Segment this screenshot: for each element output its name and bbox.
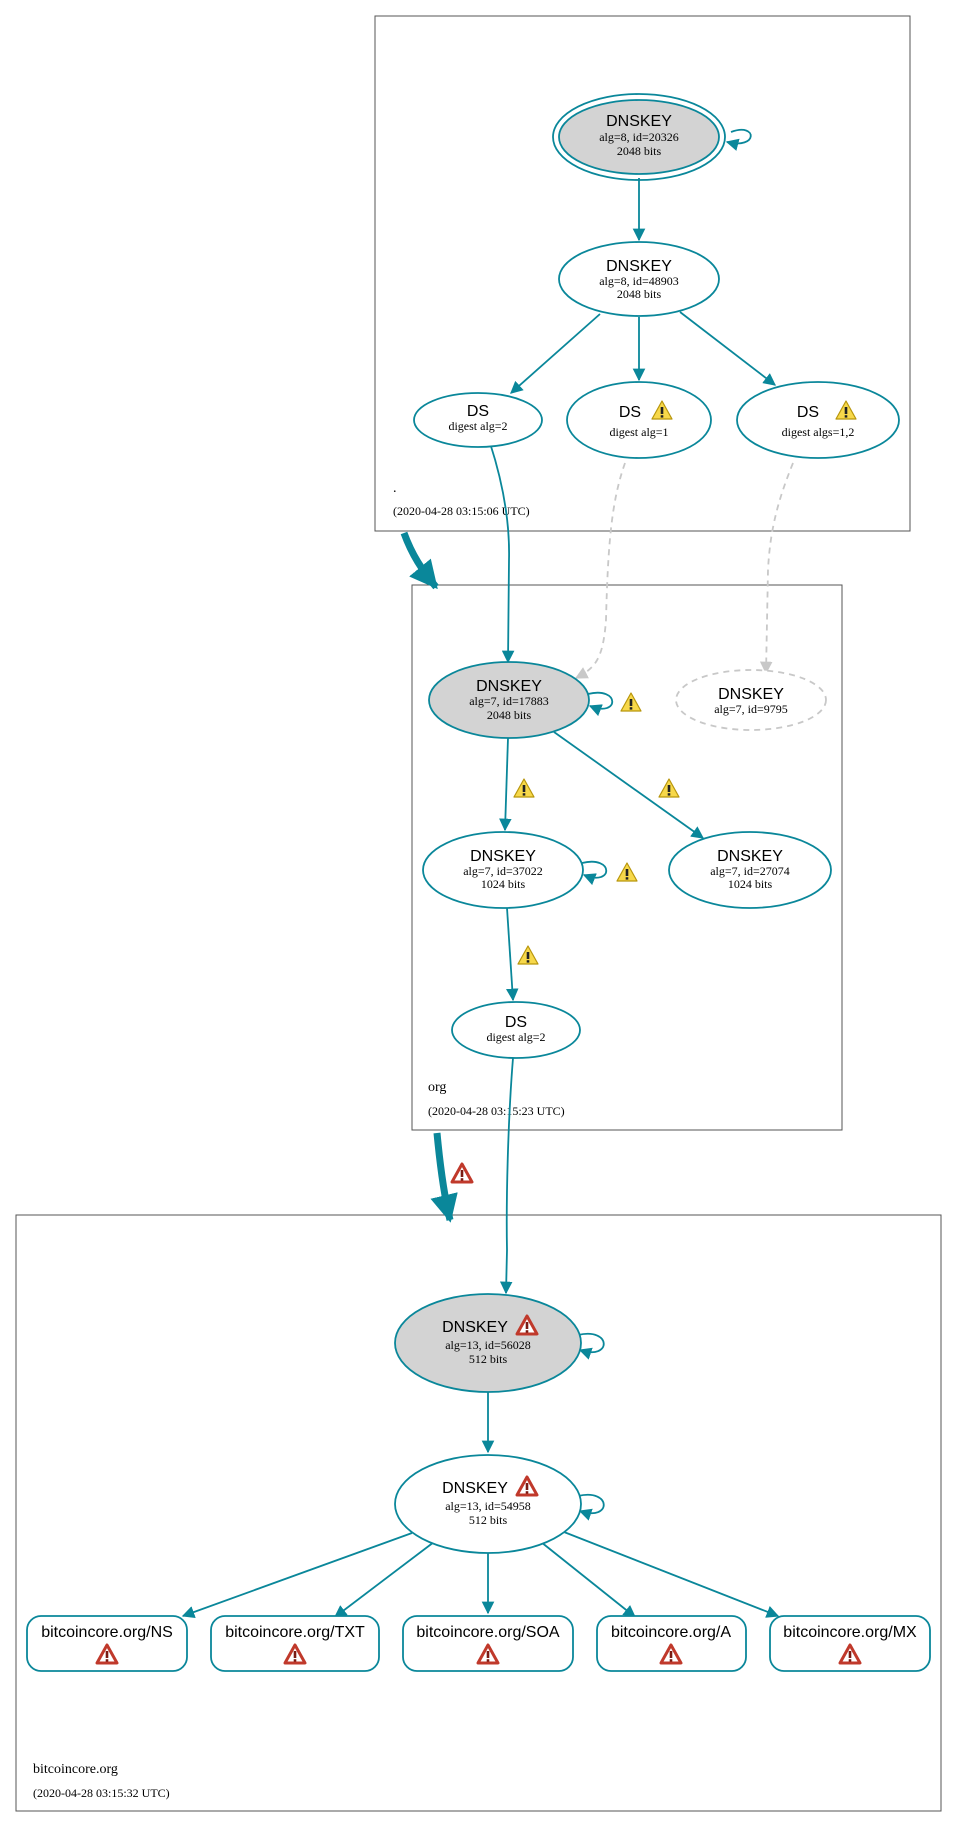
node-rr-ns: bitcoincore.org/NS [26, 1615, 188, 1672]
node-line2: 2048 bits [617, 287, 662, 301]
warning-icon-org-ksk-zsk1 [513, 778, 535, 798]
edge-org-ksk-zsk1 [499, 737, 512, 832]
zone-bitcoincore-timestamp: (2020-04-28 03:15:32 UTC) [33, 1786, 170, 1800]
node-root-ds-c: DS digest algs=1,2 [736, 381, 900, 459]
zone-root: . (2020-04-28 03:15:06 UTC) [374, 15, 911, 532]
node-title: DNSKEY [476, 678, 542, 695]
zone-root-name: . [393, 481, 397, 496]
node-title: bitcoincore.org/NS [41, 1624, 173, 1641]
node-root-zsk: DNSKEY alg=8, id=48903 2048 bits [558, 241, 720, 317]
zone-org-timestamp: (2020-04-28 03:15:23 UTC) [428, 1104, 565, 1118]
node-rr-soa: bitcoincore.org/SOA [402, 1615, 574, 1672]
node-title: DS [505, 1014, 527, 1031]
zone-org-name: org [428, 1080, 446, 1095]
edge-org-ds-bc-ksk [499, 1057, 514, 1295]
node-root-ds-b: DS digest alg=1 [566, 381, 712, 459]
zone-org: org (2020-04-28 03:15:23 UTC) [411, 584, 843, 1131]
edge-ds-a-org-ksk [489, 442, 515, 664]
node-root-ksk: DNSKEY alg=8, id=20326 2048 bits [552, 93, 726, 181]
node-title: bitcoincore.org/SOA [416, 1624, 560, 1641]
node-rr-mx: bitcoincore.org/MX [769, 1615, 931, 1672]
node-title: bitcoincore.org/MX [783, 1624, 917, 1641]
node-title: DS [797, 404, 819, 421]
node-line2: 1024 bits [481, 877, 526, 891]
edge-ds-b-org-ksk [574, 462, 626, 679]
node-org-missing-dnskey: DNSKEY alg=7, id=9795 [675, 669, 827, 731]
node-line2: 2048 bits [487, 708, 532, 722]
zone-bitcoincore-name: bitcoincore.org [33, 1762, 118, 1777]
edge-bc-zsk-mx [563, 1531, 780, 1618]
edge-org-zsk1-self [581, 860, 608, 886]
node-title: DNSKEY [606, 258, 672, 275]
edge-bc-zsk-self [577, 1493, 605, 1521]
edge-root-zsk-ds-c [679, 311, 776, 386]
node-title: bitcoincore.org/TXT [225, 1624, 365, 1641]
node-title: DNSKEY [442, 1480, 508, 1497]
node-line2: 2048 bits [617, 144, 662, 158]
node-line1: alg=8, id=20326 [599, 130, 679, 144]
edge-root-ksk-self [725, 129, 752, 151]
node-line1: alg=7, id=27074 [710, 864, 790, 878]
node-line2: 512 bits [469, 1352, 508, 1366]
delegation-edge-root-org [400, 531, 439, 590]
edge-org-ksk-zsk2 [553, 731, 705, 839]
node-org-zsk2: DNSKEY alg=7, id=27074 1024 bits [668, 831, 832, 909]
node-rr-a: bitcoincore.org/A [596, 1615, 747, 1672]
node-root-ds-a: DS digest alg=2 [413, 392, 543, 448]
warning-icon-org-ksk-self [620, 692, 642, 712]
node-line1: alg=7, id=37022 [463, 864, 543, 878]
edge-org-ksk-self [587, 691, 614, 717]
warning-icon-org-zsk1-self [616, 862, 638, 882]
node-line1: digest alg=2 [448, 419, 507, 433]
node-title: DNSKEY [718, 686, 784, 703]
node-line1: digest algs=1,2 [782, 425, 855, 439]
edge-bc-zsk-ns [181, 1532, 413, 1619]
node-line2: 512 bits [469, 1513, 508, 1527]
zone-root-timestamp: (2020-04-28 03:15:06 UTC) [393, 504, 530, 518]
node-line1: alg=7, id=9795 [714, 702, 788, 716]
node-bc-ksk: DNSKEY alg=13, id=56028 512 bits [394, 1293, 582, 1393]
edge-bc-zsk-a [540, 1541, 636, 1618]
edge-root-zsk-ds-a [510, 313, 601, 394]
node-title: bitcoincore.org/A [611, 1624, 731, 1641]
node-org-zsk1: DNSKEY alg=7, id=37022 1024 bits [422, 831, 584, 909]
node-line1: alg=13, id=54958 [445, 1499, 531, 1513]
node-line1: alg=7, id=17883 [469, 694, 549, 708]
node-org-ds: DS digest alg=2 [451, 1001, 581, 1059]
zone-bitcoincore: bitcoincore.org (2020-04-28 03:15:32 UTC… [15, 1214, 942, 1812]
node-title: DS [619, 404, 641, 421]
node-title: DNSKEY [470, 848, 536, 865]
delegation-error-icon [450, 1162, 474, 1184]
node-bc-zsk: DNSKEY alg=13, id=54958 512 bits [394, 1454, 582, 1554]
node-title: DNSKEY [442, 1319, 508, 1336]
node-line2: 1024 bits [728, 877, 773, 891]
warning-icon-org-zsk1-ds [517, 945, 539, 965]
node-line1: alg=13, id=56028 [445, 1338, 531, 1352]
node-rr-txt: bitcoincore.org/TXT [210, 1615, 380, 1672]
warning-icon-org-ksk-zsk2 [658, 778, 680, 798]
delegation-edge-org-bitcoincore [430, 1132, 458, 1223]
node-line1: digest alg=2 [486, 1030, 545, 1044]
node-org-ksk: DNSKEY alg=7, id=17883 2048 bits [428, 661, 590, 739]
edge-bc-ksk-self [577, 1332, 605, 1360]
node-title: DS [467, 403, 489, 420]
node-title: DNSKEY [717, 848, 783, 865]
node-line1: digest alg=1 [609, 425, 668, 439]
edge-org-zsk1-ds [505, 907, 519, 1002]
node-title: DNSKEY [606, 113, 672, 130]
node-line1: alg=8, id=48903 [599, 274, 679, 288]
edge-bc-zsk-txt [333, 1541, 435, 1618]
edge-ds-c-org-missing [759, 462, 794, 675]
